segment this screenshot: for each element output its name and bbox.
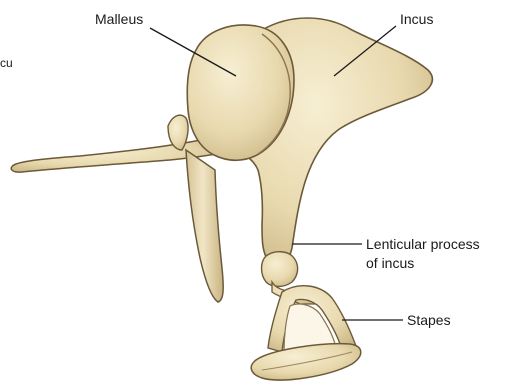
lenticular-process-bone (262, 252, 298, 287)
malleus-handle (186, 150, 223, 302)
edge-fragment-label: cu (0, 55, 13, 72)
lenticular-process-label-line2: of incus (366, 255, 414, 272)
stapes-footplate (251, 344, 361, 380)
stapes-label: Stapes (407, 312, 451, 329)
lenticular-process-label-line1: Lenticular process (366, 236, 480, 253)
incus-label: Incus (400, 11, 433, 28)
malleus-label: Malleus (95, 11, 143, 28)
